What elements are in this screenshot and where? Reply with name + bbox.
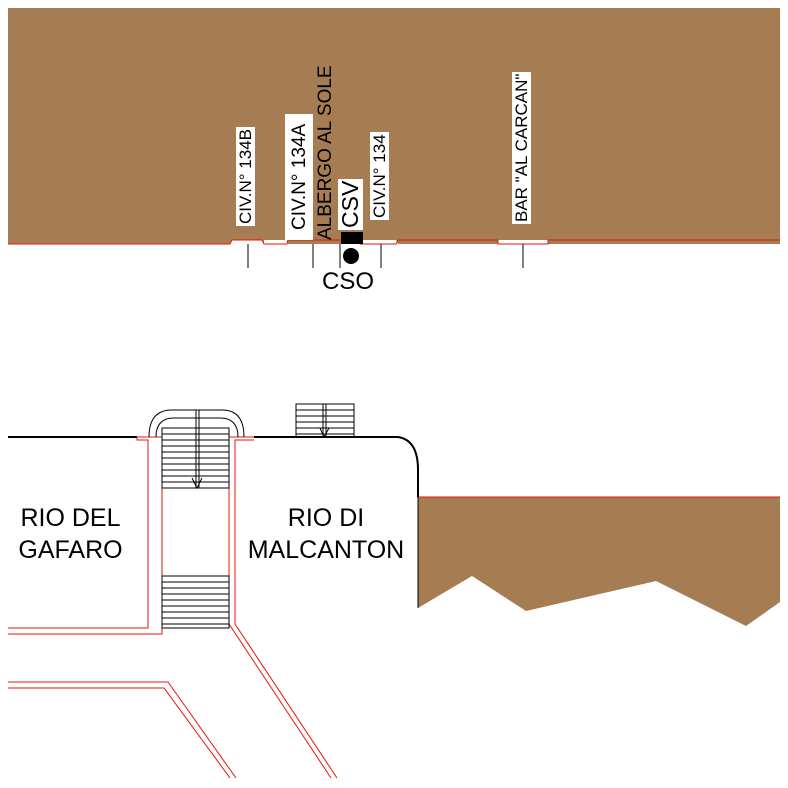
label-bar: BAR "AL CARCAN" bbox=[512, 71, 531, 224]
label-civ-134b: CIV.N° 134B bbox=[236, 126, 255, 226]
canal-name-rio-di-malcanton: RIO DI MALCANTON bbox=[234, 502, 418, 566]
label-civ-134a-text: CIV.N° 134A bbox=[288, 123, 310, 230]
canal-name-rio-del-gafaro-line1: RIO DEL bbox=[20, 504, 121, 532]
label-civ-134a: CIV.N° 134A bbox=[285, 113, 313, 240]
side-staircase bbox=[295, 403, 355, 439]
canal-name-rio-del-gafaro-line2: GAFARO bbox=[18, 536, 123, 564]
canal-bank-left-lower bbox=[8, 681, 237, 779]
csv-marker bbox=[341, 232, 363, 244]
bridge-steps-lower bbox=[161, 575, 230, 629]
label-cso: CSO bbox=[322, 268, 375, 295]
upper-building-block bbox=[8, 8, 780, 244]
label-csv: CSV bbox=[337, 178, 363, 230]
lower-building-block bbox=[418, 497, 780, 626]
canal-name-rio-di-malcanton-line1: RIO DI bbox=[287, 504, 365, 532]
cso-marker bbox=[343, 248, 359, 264]
canal-bank-right bbox=[228, 436, 338, 779]
canal-name-rio-di-malcanton-line2: MALCANTON bbox=[247, 536, 405, 564]
label-civ-134: CIV.N° 134 bbox=[370, 132, 389, 220]
canal-name-rio-del-gafaro: RIO DEL GAFARO bbox=[8, 502, 133, 566]
bridge-steps-upper bbox=[148, 409, 245, 490]
label-albergo: ALBERGO AL SOLE bbox=[315, 65, 336, 240]
quay-edge-line bbox=[8, 436, 419, 497]
